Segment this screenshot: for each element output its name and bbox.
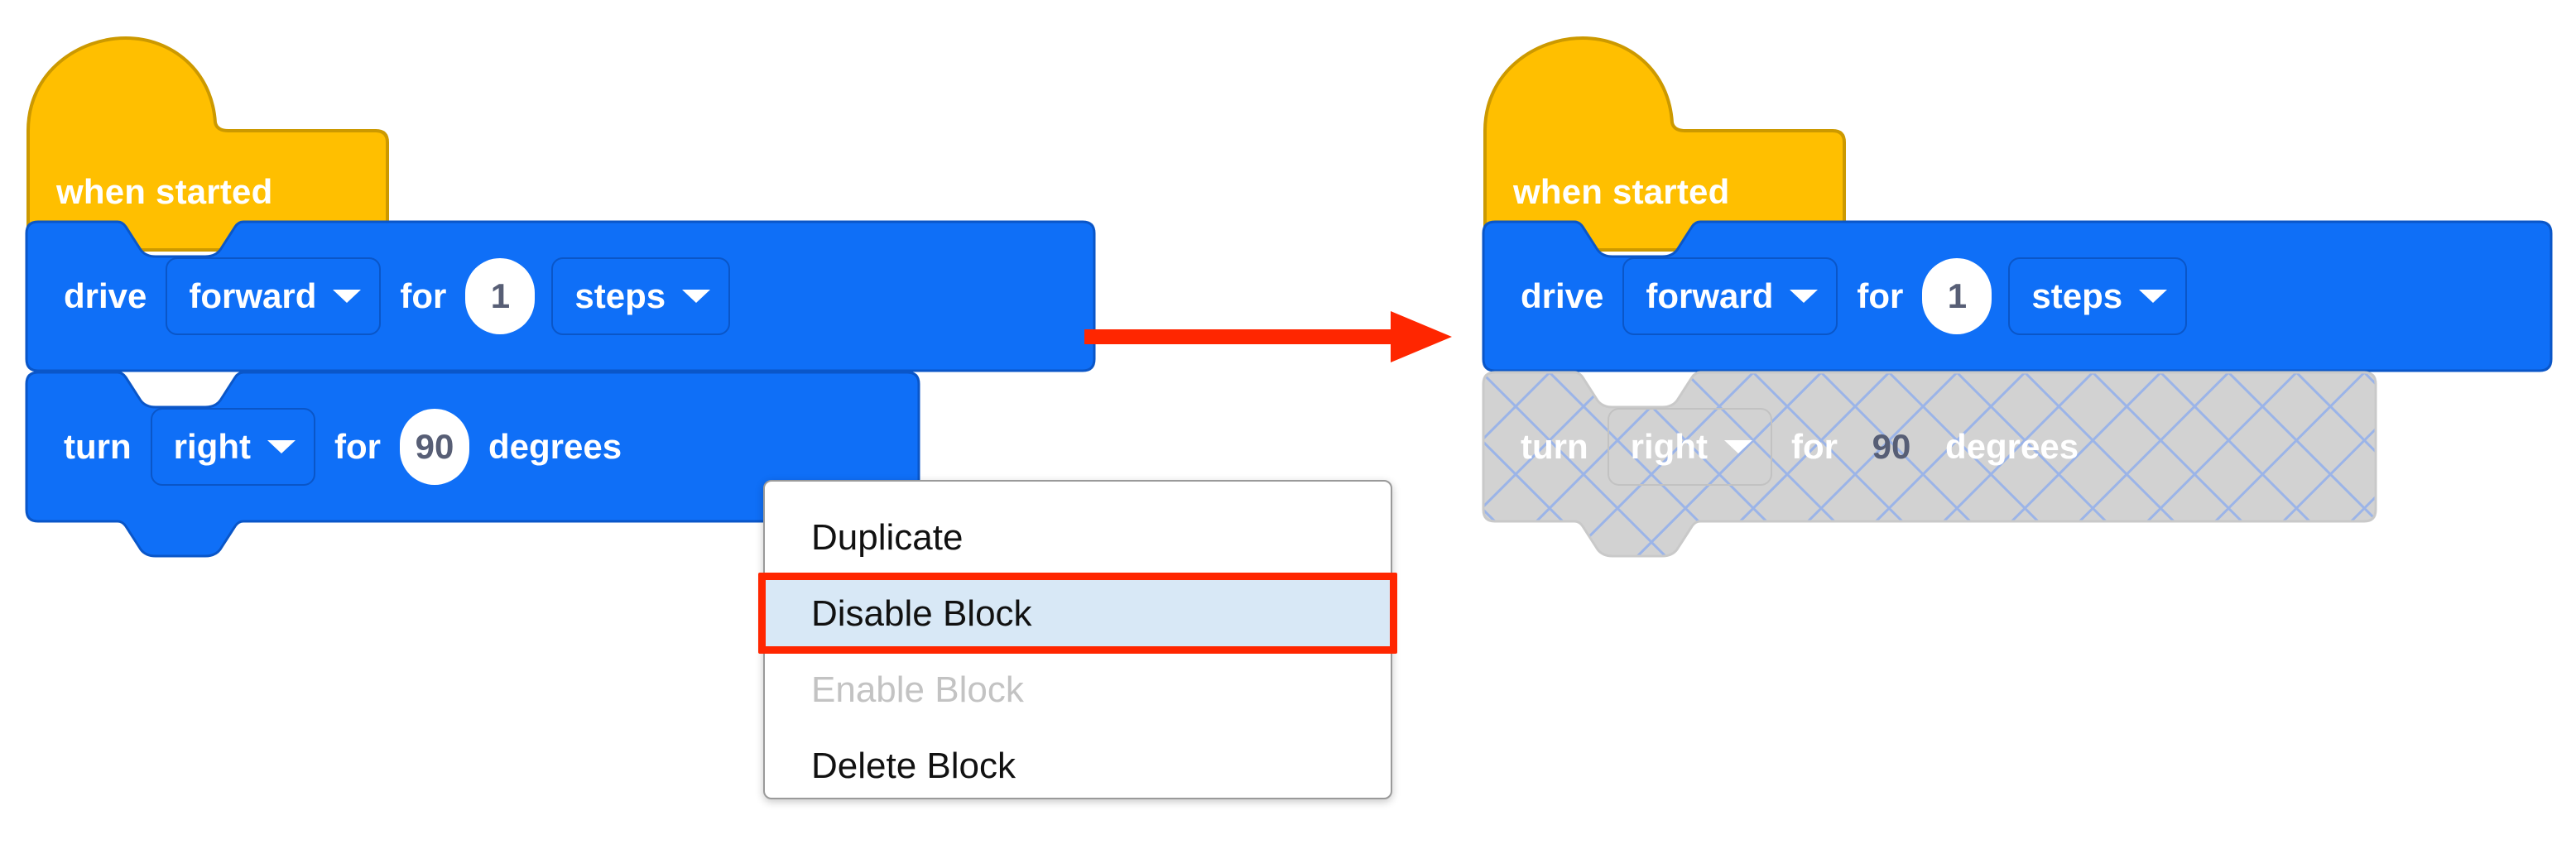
hat-block-label: when started bbox=[1513, 172, 1730, 211]
turn-block-text-2: degrees bbox=[488, 427, 622, 466]
drive-direction-dropdown[interactable]: forward bbox=[166, 257, 382, 335]
drive-amount-value: 1 bbox=[490, 276, 511, 315]
drive-block-text-0: drive bbox=[64, 276, 147, 315]
drive-units-dropdown[interactable]: steps bbox=[551, 257, 731, 335]
before-state-script: when started drive forward for 1 steps bbox=[25, 30, 1101, 558]
turn-amount-input[interactable]: 90 bbox=[1857, 409, 1926, 485]
drive-direction-value: forward bbox=[1646, 276, 1774, 315]
when-started-hat-block[interactable]: when started bbox=[1482, 30, 1862, 260]
turn-amount-input[interactable]: 90 bbox=[399, 409, 469, 485]
turn-block-text-1: for bbox=[334, 427, 381, 466]
drive-amount-value: 1 bbox=[1947, 276, 1968, 315]
context-menu-item-enable-block: Enable Block bbox=[811, 669, 1024, 710]
drive-block[interactable]: drive forward for 1 steps bbox=[1482, 220, 2558, 372]
drive-units-value: steps bbox=[574, 276, 666, 315]
turn-block-text-0: turn bbox=[64, 427, 132, 466]
chevron-down-icon bbox=[1723, 440, 1752, 453]
drive-block-text-1: for bbox=[400, 276, 447, 315]
chevron-down-icon bbox=[2139, 290, 2168, 303]
drive-units-dropdown[interactable]: steps bbox=[2008, 257, 2188, 335]
hat-block-label: when started bbox=[56, 172, 273, 211]
chevron-down-icon bbox=[682, 290, 711, 303]
after-state-script: when started drive forward for 1 steps bbox=[1482, 30, 2558, 558]
turn-block-text-0: turn bbox=[1521, 427, 1588, 466]
drive-block-text-1: for bbox=[1857, 276, 1904, 315]
turn-block-text-1: for bbox=[1790, 427, 1838, 466]
turn-block-disabled[interactable]: turn right for 90 degrees bbox=[1482, 371, 2384, 558]
turn-direction-value: right bbox=[173, 427, 251, 466]
transition-arrow bbox=[1084, 311, 1452, 362]
turn-direction-dropdown[interactable]: right bbox=[150, 408, 315, 486]
drive-block-text-0: drive bbox=[1521, 276, 1604, 315]
drive-direction-dropdown[interactable]: forward bbox=[1622, 257, 1838, 335]
drive-block[interactable]: drive forward for 1 steps bbox=[25, 220, 1101, 372]
context-menu-item-delete-block[interactable]: Delete Block bbox=[811, 746, 1016, 786]
turn-block-shape bbox=[25, 371, 920, 558]
context-menu-item-disable-block[interactable]: Disable Block bbox=[765, 576, 1391, 652]
drive-direction-value: forward bbox=[189, 276, 317, 315]
turn-direction-value: right bbox=[1630, 427, 1708, 466]
turn-block[interactable]: turn right for 90 degrees bbox=[25, 371, 927, 558]
chevron-down-icon bbox=[1790, 290, 1819, 303]
turn-direction-dropdown[interactable]: right bbox=[1607, 408, 1772, 486]
block-context-menu[interactable]: Duplicate Disable Block Enable Block Del… bbox=[763, 480, 1392, 799]
chevron-down-icon bbox=[267, 440, 296, 453]
drive-amount-input[interactable]: 1 bbox=[1922, 258, 1992, 334]
turn-amount-value: 90 bbox=[1872, 427, 1911, 466]
context-menu-item-duplicate[interactable]: Duplicate bbox=[811, 517, 964, 558]
turn-amount-value: 90 bbox=[415, 427, 454, 466]
turn-block-text-2: degrees bbox=[1944, 427, 2079, 466]
turn-block-disabled-shape bbox=[1482, 371, 2377, 558]
drive-amount-input[interactable]: 1 bbox=[465, 258, 536, 334]
drive-units-value: steps bbox=[2031, 276, 2123, 315]
chevron-down-icon bbox=[333, 290, 362, 303]
